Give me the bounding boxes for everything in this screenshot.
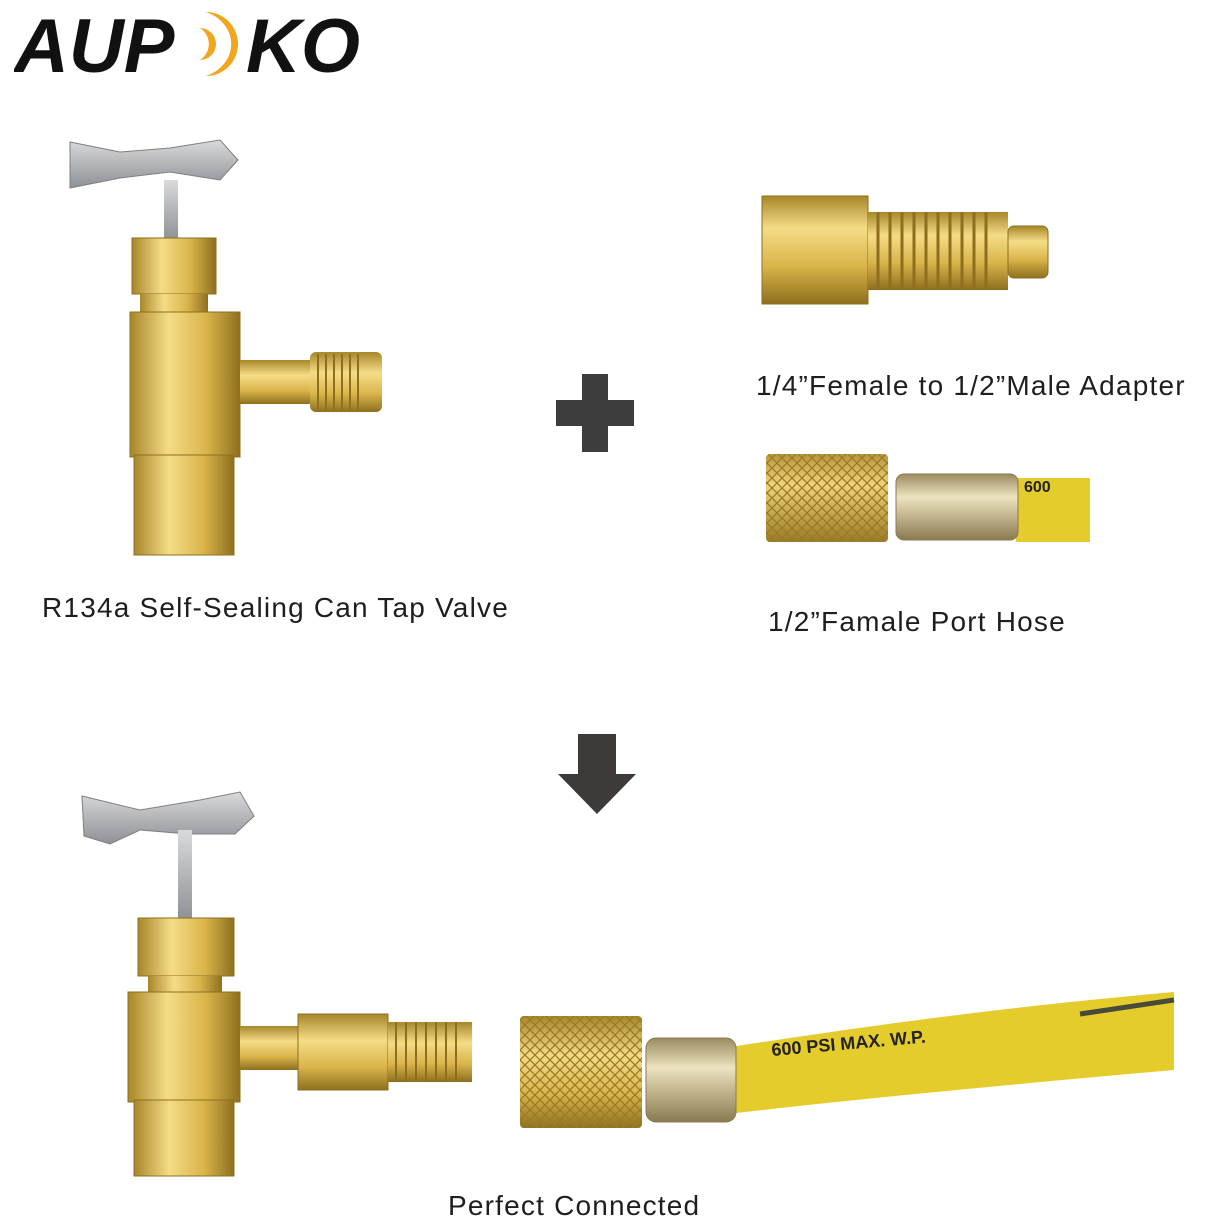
hose-marking-text: 600 xyxy=(1024,479,1051,496)
arrow-down-icon xyxy=(558,734,636,814)
logo-text-left: AUP xyxy=(14,8,175,80)
logo-text-right: KO xyxy=(246,8,360,80)
assembled-image: 600 PSI MAX. W.P. xyxy=(70,770,1190,1180)
plus-icon xyxy=(556,374,634,452)
can-tap-valve-caption: R134a Self-Sealing Can Tap Valve xyxy=(42,592,509,623)
assembled-caption: Perfect Connected xyxy=(448,1190,701,1221)
adapter-image xyxy=(758,190,1058,310)
brand-logo: AUP KO xyxy=(14,8,364,80)
can-tap-valve-image xyxy=(60,130,400,560)
adapter-caption: 1/4”Female to 1/2”Male Adapter xyxy=(756,370,1186,401)
port-hose-image: 600 xyxy=(762,448,1092,548)
logo-crescent-icon xyxy=(200,12,238,76)
port-hose-caption: 1/2”Famale Port Hose xyxy=(768,606,1066,637)
